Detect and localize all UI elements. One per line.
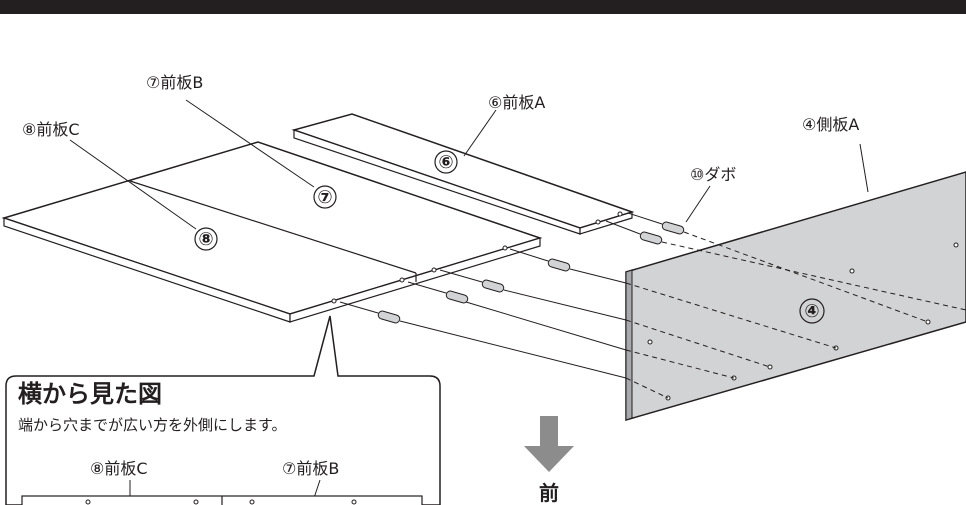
guide-lines (339, 212, 663, 379)
leader-lines (69, 99, 711, 230)
side-view-callout: 横から見た図 端から穴までが広い方を外側にします。 ⑧前板C ⑦前板B (5, 315, 441, 505)
side-panel-a-number: ④ (804, 301, 819, 322)
label-front-panel-c: ⑧前板C (22, 120, 80, 139)
front-panel-c-number: ⑧ (198, 229, 213, 250)
top-bar (0, 0, 966, 14)
label-side-panel-a: ④側板A (802, 115, 859, 134)
label-front-panel-a: ⑥前板A (488, 93, 545, 112)
front-panel-a: ⑥ (291, 113, 635, 235)
callout-label-front-c: ⑧前板C (90, 459, 148, 478)
front-panel-a-number: ⑥ (438, 152, 453, 173)
front-panel-b-number: ⑦ (317, 187, 332, 208)
front-direction-arrow (524, 416, 574, 472)
callout-note: 端から穴までが広い方を外側にします。 (18, 416, 287, 434)
dashed-guides (625, 231, 966, 399)
callout-title: 横から見た図 (18, 380, 162, 408)
label-front-panel-b: ⑦前板B (146, 73, 203, 92)
dowels (377, 221, 685, 324)
front-direction-label: 前 (539, 481, 559, 505)
side-panel-a: ④ (625, 143, 966, 421)
label-dowel: ⑩ダボ (690, 165, 736, 184)
front-panels-bc: ⑦ ⑧ (1, 141, 543, 323)
callout-label-front-b: ⑦前板B (282, 459, 339, 478)
